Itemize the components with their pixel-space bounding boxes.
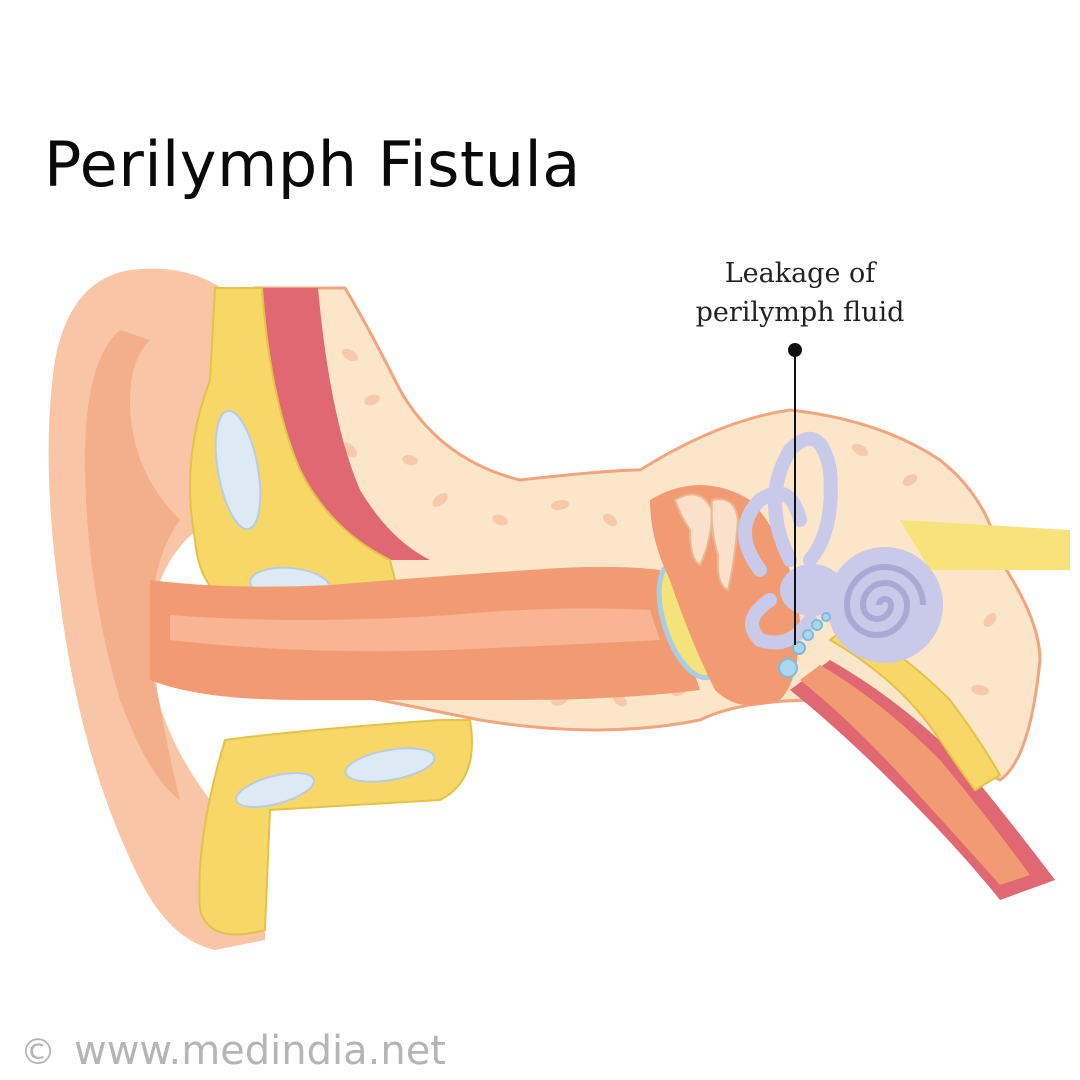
- callout-line-2: perilymph fluid: [695, 297, 905, 328]
- middle-ear-cavity: [650, 485, 800, 706]
- ear-canal-highlight: [170, 608, 660, 652]
- perilymph-droplets: [778, 612, 831, 678]
- muscle-band-upper: [262, 288, 430, 560]
- auricle-inner-fold: [85, 330, 180, 800]
- callout-line-1: Leakage of: [724, 258, 876, 289]
- bone-texture: [341, 348, 997, 707]
- auditory-nerve: [900, 520, 1070, 570]
- cartilage-vessel-lower-left: [235, 771, 315, 809]
- ossicle-malleus: [673, 493, 714, 567]
- page-title: Perilymph Fistula: [44, 128, 581, 201]
- callout-pointer-dot: [788, 343, 802, 357]
- eustachian-tube-inner: [800, 665, 1030, 885]
- cartilage-vessel-upper: [214, 409, 262, 531]
- watermark: © www.medindia.net: [20, 1028, 446, 1074]
- cartilage-vessel-lower-right: [344, 747, 436, 783]
- leakage-callout-label: Leakage of perilymph fluid: [640, 254, 960, 332]
- cochlea: [827, 547, 943, 663]
- copyright-symbol: ©: [20, 1032, 56, 1073]
- watermark-site: www.medindia.net: [74, 1028, 446, 1074]
- vestibular-nerve: [828, 623, 1002, 792]
- ossicle-incus: [710, 498, 740, 592]
- semicircular-canals: [738, 431, 838, 650]
